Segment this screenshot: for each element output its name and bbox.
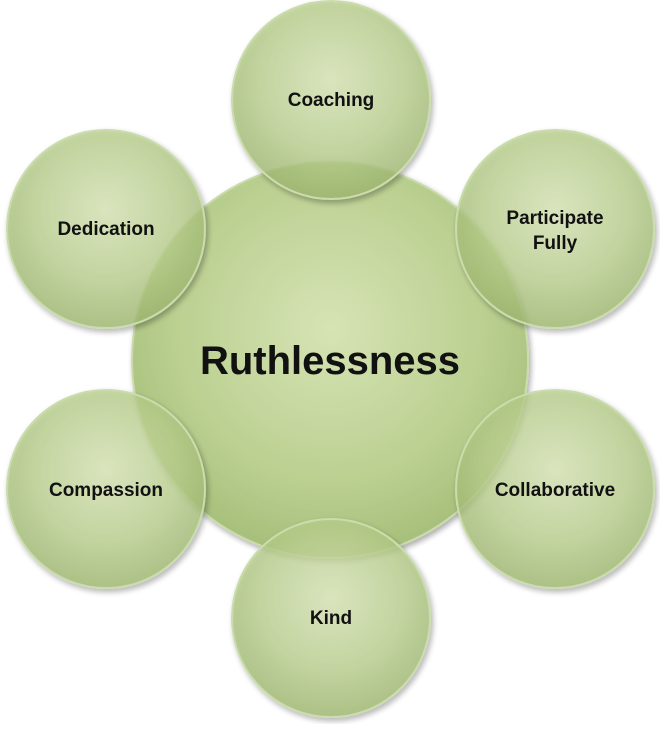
satellite-participate-fully: Participate Fully: [455, 129, 655, 329]
satellite-label: Dedication: [57, 219, 154, 240]
satellite-label-line-2: Fully: [533, 233, 578, 254]
satellite-label: Kind: [310, 608, 352, 629]
center-node: Ruthlessness: [131, 161, 529, 559]
satellite-compassion: Compassion: [6, 389, 206, 589]
satellite-dedication: Dedication: [6, 129, 206, 329]
center-label: Ruthlessness: [200, 339, 460, 383]
satellite-label-line-1: Participate: [506, 208, 603, 229]
satellite-label: Collaborative: [495, 480, 615, 501]
satellite-collaborative: Collaborative: [455, 389, 655, 589]
satellite-label: Compassion: [49, 480, 163, 501]
satellite-label: Coaching: [288, 90, 375, 111]
satellite-coaching: Coaching: [231, 0, 431, 200]
satellite-kind: Kind: [231, 518, 431, 718]
